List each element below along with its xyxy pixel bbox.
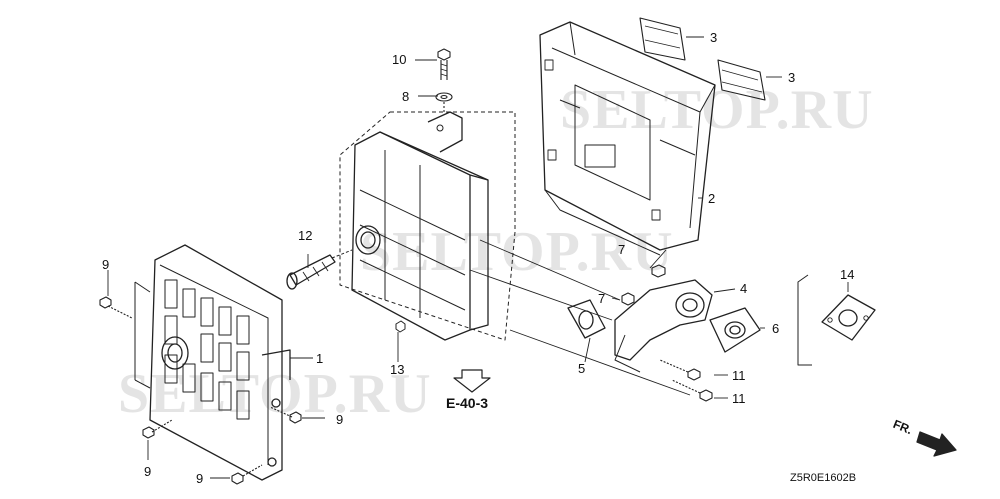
exhaust-pipe-part <box>614 279 713 373</box>
spark-arrester-part <box>286 249 353 290</box>
nut-7-group <box>621 264 666 306</box>
bolt-washer-stack <box>435 48 453 112</box>
callout-3: 3 <box>788 70 796 85</box>
diagram-code: Z5R0E1602B <box>790 472 857 484</box>
callout-3: 3 <box>710 30 718 45</box>
muffler-protector-part <box>134 244 291 481</box>
callout-5: 5 <box>578 361 586 376</box>
bolt-11-group <box>659 359 713 402</box>
alignment-lines <box>469 239 691 396</box>
callout-9: 9 <box>144 464 152 479</box>
callout-2: 2 <box>708 191 716 206</box>
heat-shield-part <box>639 17 766 101</box>
callout-7: 7 <box>618 242 626 257</box>
callout-7: 7 <box>598 291 606 306</box>
callout-12: 12 <box>298 228 313 243</box>
reference-label: E-40-3 <box>446 395 489 411</box>
callout-13: 13 <box>390 362 405 377</box>
reference-arrow-icon <box>453 369 491 393</box>
callout-1: 1 <box>316 351 324 366</box>
callout-11: 11 <box>732 368 746 383</box>
callout-10: 10 <box>392 52 407 67</box>
leader-lines <box>107 36 849 479</box>
watermark: SELTOP.RU <box>118 363 432 425</box>
watermark: SELTOP.RU <box>560 79 874 141</box>
muffler-body <box>339 111 516 341</box>
muffler-cover-part <box>539 21 716 256</box>
watermark: SELTOP.RU <box>360 221 674 283</box>
callout-9: 9 <box>102 257 110 272</box>
direction-arrow-icon <box>916 431 957 457</box>
bolt-9-group <box>99 296 302 485</box>
gasket-6-part <box>709 307 761 353</box>
callout-8: 8 <box>402 89 410 104</box>
callout-9: 9 <box>336 412 344 427</box>
callout-11: 11 <box>732 391 746 406</box>
callout-4: 4 <box>740 281 748 296</box>
callout-14: 14 <box>840 267 855 282</box>
gasket-14-part <box>797 274 876 366</box>
callout-9: 9 <box>196 471 204 486</box>
callout-6: 6 <box>772 321 780 336</box>
